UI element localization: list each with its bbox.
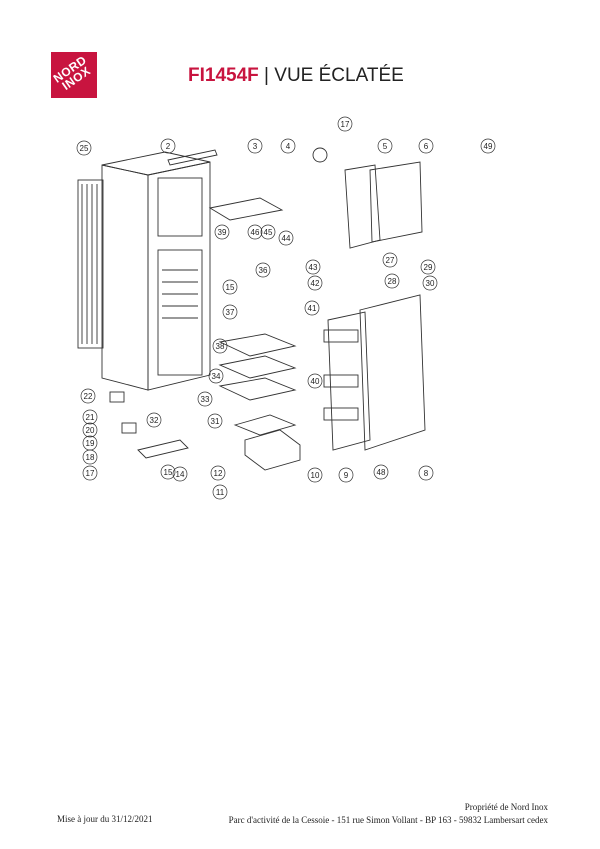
callout-label: 14 bbox=[176, 470, 185, 479]
callout-group bbox=[76, 116, 496, 500]
callout-label: 25 bbox=[80, 144, 89, 153]
callout-label: 2 bbox=[166, 142, 171, 151]
callout-label: 42 bbox=[311, 279, 320, 288]
fridge-door-part bbox=[359, 294, 426, 451]
glass-shelf-part bbox=[218, 355, 297, 379]
freezer-gasket-part bbox=[344, 164, 381, 249]
glass-shelf-part bbox=[218, 377, 297, 401]
callout-label: 31 bbox=[211, 417, 220, 426]
door-balcony-part bbox=[323, 329, 359, 343]
callout-label: 27 bbox=[386, 256, 395, 265]
callout-label: 46 bbox=[251, 228, 260, 237]
callout-label: 41 bbox=[308, 304, 317, 313]
fan-part bbox=[312, 147, 328, 163]
callout-label: 19 bbox=[86, 439, 95, 448]
brand-logo: NORD INOX bbox=[51, 52, 97, 98]
model-number: FI1454F bbox=[188, 65, 259, 86]
crisper-drawer-part bbox=[244, 429, 301, 471]
callout-label: 12 bbox=[214, 469, 223, 478]
fridge-gasket-part bbox=[327, 311, 371, 451]
callout-label: 21 bbox=[86, 413, 95, 422]
address-line: Parc d'activité de la Cessoie - 151 rue … bbox=[228, 815, 548, 825]
cabinet-body-part bbox=[101, 151, 211, 391]
door-balcony-part bbox=[323, 407, 359, 421]
callout-label: 20 bbox=[86, 426, 95, 435]
callout-label: 34 bbox=[212, 372, 221, 381]
callout-label: 3 bbox=[253, 142, 258, 151]
callout-label: 40 bbox=[311, 377, 320, 386]
owner-line: Propriété de Nord Inox bbox=[464, 802, 548, 812]
callout-label: 43 bbox=[309, 263, 318, 272]
condenser-part bbox=[77, 179, 104, 349]
callout-label: 15 bbox=[226, 283, 235, 292]
callout-label: 11 bbox=[216, 488, 225, 497]
glass-shelf-part bbox=[218, 333, 297, 357]
callout-label: 49 bbox=[484, 142, 493, 151]
callout-label: 39 bbox=[218, 228, 227, 237]
callout-label: 33 bbox=[201, 395, 210, 404]
callout-label: 6 bbox=[424, 142, 429, 151]
logo-lettering: NORD INOX bbox=[51, 52, 94, 93]
callout-label: 48 bbox=[377, 468, 386, 477]
callout-labels: 25 2 3 4 17 5 6 49 39 46 45 44 43 42 41 … bbox=[80, 120, 493, 497]
callout-label: 28 bbox=[388, 277, 397, 286]
freezer-door-part bbox=[369, 161, 423, 243]
callout-label: 4 bbox=[286, 142, 291, 151]
callout-label: 10 bbox=[311, 471, 320, 480]
page-title: FI1454F | VUE ÉCLATÉE bbox=[188, 65, 404, 87]
callout-label: 37 bbox=[226, 308, 235, 317]
callout-label: 30 bbox=[426, 279, 435, 288]
freezer-shelf-part bbox=[208, 197, 284, 221]
callout-label: 44 bbox=[282, 234, 291, 243]
crisper-cover-part bbox=[233, 414, 297, 436]
callout-label: 45 bbox=[264, 228, 273, 237]
door-balcony-part bbox=[323, 374, 359, 388]
title-separator: | bbox=[264, 65, 269, 86]
callout-label: 32 bbox=[150, 416, 159, 425]
callout-label: 17 bbox=[86, 469, 95, 478]
compressor-base-part bbox=[137, 439, 189, 459]
callout-label: 8 bbox=[424, 469, 429, 478]
callout-label: 15 bbox=[164, 468, 173, 477]
callout-label: 22 bbox=[84, 392, 93, 401]
exploded-view-diagram: 25 2 3 4 17 5 6 49 39 46 45 44 43 42 41 … bbox=[76, 116, 496, 500]
callout-label: 17 bbox=[341, 120, 350, 129]
relay-part bbox=[109, 391, 125, 403]
callout-label: 18 bbox=[86, 453, 95, 462]
thermostat-part bbox=[121, 422, 137, 434]
callout-label: 9 bbox=[344, 471, 349, 480]
top-strip-part bbox=[167, 149, 218, 166]
callout-label: 5 bbox=[383, 142, 388, 151]
callout-label: 29 bbox=[424, 263, 433, 272]
update-date: Mise à jour du 31/12/2021 bbox=[57, 814, 153, 824]
callout-label: 38 bbox=[216, 342, 225, 351]
callout-label: 36 bbox=[259, 266, 268, 275]
view-title: VUE ÉCLATÉE bbox=[274, 65, 404, 86]
